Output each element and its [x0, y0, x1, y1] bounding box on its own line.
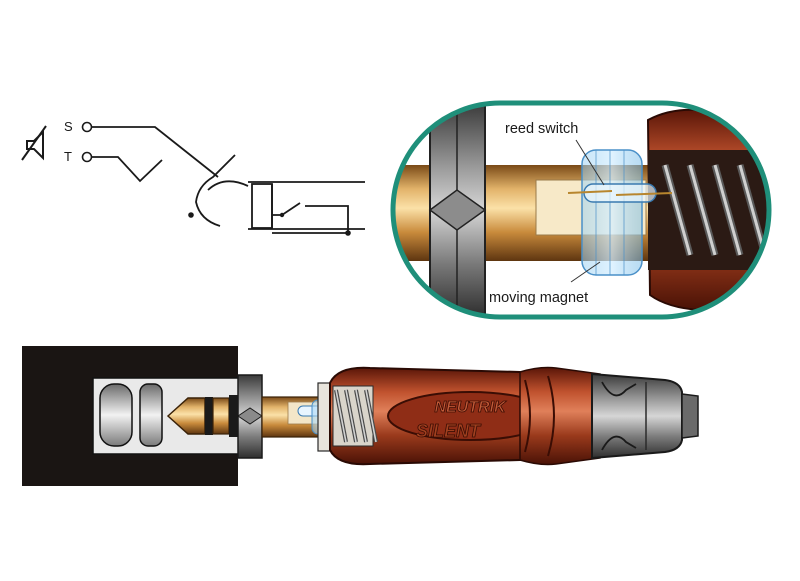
moving-magnet-label: moving magnet [489, 290, 588, 306]
cable-end [681, 393, 699, 439]
circuit-schematic: S T [21, 119, 365, 236]
sleeve-terminal [81, 121, 93, 133]
tip-label: T [64, 149, 72, 164]
reed-switch-label: reed switch [505, 121, 578, 137]
socket-contact-b [139, 383, 163, 447]
magnet-leader [570, 261, 601, 283]
socket-contact-a [99, 383, 133, 447]
moving-magnet [581, 149, 643, 276]
switch-node-left [279, 212, 285, 218]
switch-node-right [345, 230, 351, 236]
callout-frame [390, 100, 772, 320]
brand-text: NEUTRIK [434, 399, 507, 416]
sleeve-label: S [64, 119, 73, 134]
reed-switch-callout: reed switch moving magnet [390, 100, 772, 320]
reed-switch [567, 183, 673, 203]
plug-tip [166, 395, 239, 437]
model-text: SILENT [416, 421, 482, 441]
reed-switch-leader [575, 139, 605, 186]
speaker-muted-icon [21, 125, 47, 161]
plug-illustration: NEUTRIK SILENT [22, 346, 699, 486]
contact-node [188, 212, 194, 218]
brand-badge: NEUTRIK SILENT [387, 391, 553, 441]
tip-terminal [81, 151, 93, 163]
schematic-wires [92, 126, 365, 234]
